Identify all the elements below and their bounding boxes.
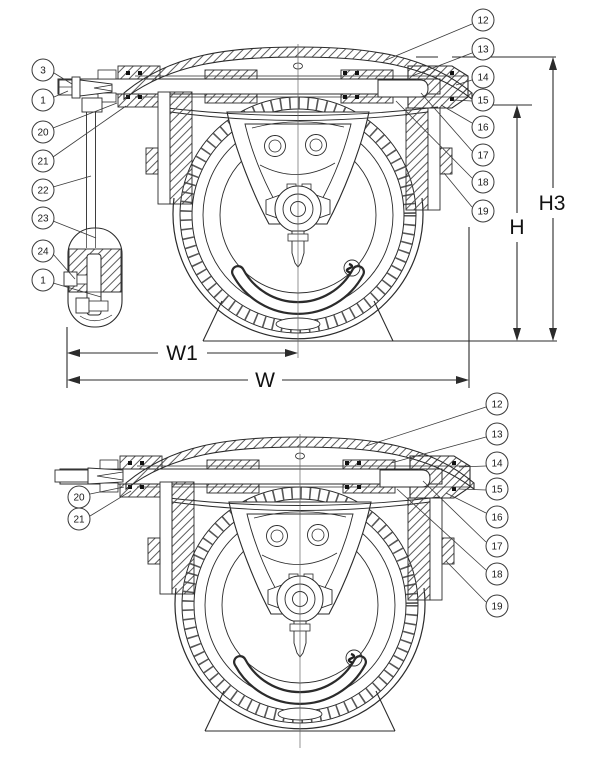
dimension-w-label: W	[255, 369, 275, 392]
figure-2-cross-section-plain: 20 21 12 13 14 15 16 17 18 19	[54, 392, 509, 748]
brake-pendant	[63, 112, 123, 328]
callout-18: 18	[471, 170, 495, 194]
svg-text:21: 21	[73, 515, 85, 526]
dimension-w1: W1	[66, 327, 298, 388]
callout-19: 19	[471, 199, 495, 223]
svg-text:13: 13	[477, 45, 489, 56]
dimension-h3-label: H3	[539, 192, 566, 215]
callout-14: 14	[485, 451, 509, 475]
figure-2-leader-lines	[89, 406, 487, 603]
callout-24: 24	[31, 239, 55, 263]
svg-text:12: 12	[477, 16, 489, 27]
callout-16: 16	[485, 505, 509, 529]
callout-21: 21	[67, 507, 91, 531]
callout-15: 15	[485, 477, 509, 501]
svg-text:16: 16	[477, 123, 489, 134]
svg-text:3: 3	[40, 66, 46, 77]
svg-text:16: 16	[491, 513, 503, 524]
dimension-h: H	[480, 104, 532, 341]
figure-1-callouts: 3 1 20 21 22 23 24 1 12 13 14 15 16 17 1…	[31, 8, 495, 292]
callout-12: 12	[485, 392, 509, 416]
svg-text:23: 23	[37, 214, 49, 225]
callout-21: 21	[31, 149, 55, 173]
svg-text:14: 14	[491, 459, 503, 470]
callout-14: 14	[471, 65, 495, 89]
callout-1b: 1	[31, 268, 55, 292]
callout-23: 23	[31, 206, 55, 230]
figure-1-cross-section-with-pendant: H3 H W1 W	[31, 8, 566, 392]
svg-text:24: 24	[37, 247, 49, 258]
dimension-h-label: H	[509, 216, 524, 239]
callout-17: 17	[485, 534, 509, 558]
callout-1: 1	[31, 88, 55, 112]
callout-20: 20	[31, 120, 55, 144]
svg-text:20: 20	[73, 493, 85, 504]
dimension-w1-label: W1	[166, 342, 198, 365]
callout-17: 17	[471, 143, 495, 167]
svg-text:14: 14	[477, 73, 489, 84]
svg-text:22: 22	[37, 186, 49, 197]
svg-text:18: 18	[491, 570, 503, 581]
svg-text:15: 15	[477, 96, 489, 107]
svg-text:17: 17	[477, 151, 489, 162]
svg-text:19: 19	[477, 207, 489, 218]
axle-bolt-and-hanger	[58, 76, 113, 113]
svg-text:18: 18	[477, 178, 489, 189]
figure-2-callouts: 20 21 12 13 14 15 16 17 18 19	[67, 392, 509, 618]
svg-text:12: 12	[491, 400, 503, 411]
svg-text:20: 20	[37, 128, 49, 139]
callout-13: 13	[485, 422, 509, 446]
svg-text:17: 17	[491, 542, 503, 553]
callout-15: 15	[471, 88, 495, 112]
svg-text:13: 13	[491, 430, 503, 441]
svg-text:15: 15	[491, 485, 503, 496]
callout-13: 13	[471, 37, 495, 61]
svg-text:21: 21	[37, 157, 49, 168]
callout-3: 3	[31, 58, 55, 82]
axle-blade-tip	[54, 467, 124, 485]
svg-text:1: 1	[40, 96, 46, 107]
dimension-h3: H3	[416, 56, 566, 341]
dimension-w: W	[67, 227, 470, 392]
svg-text:1: 1	[40, 276, 46, 287]
svg-text:19: 19	[491, 602, 503, 613]
callout-12: 12	[471, 8, 495, 32]
callout-18: 18	[485, 562, 509, 586]
callout-20: 20	[67, 485, 91, 509]
figure-1-leader-lines	[52, 23, 473, 298]
callout-19: 19	[485, 594, 509, 618]
callout-22: 22	[31, 178, 55, 202]
callout-16: 16	[471, 115, 495, 139]
